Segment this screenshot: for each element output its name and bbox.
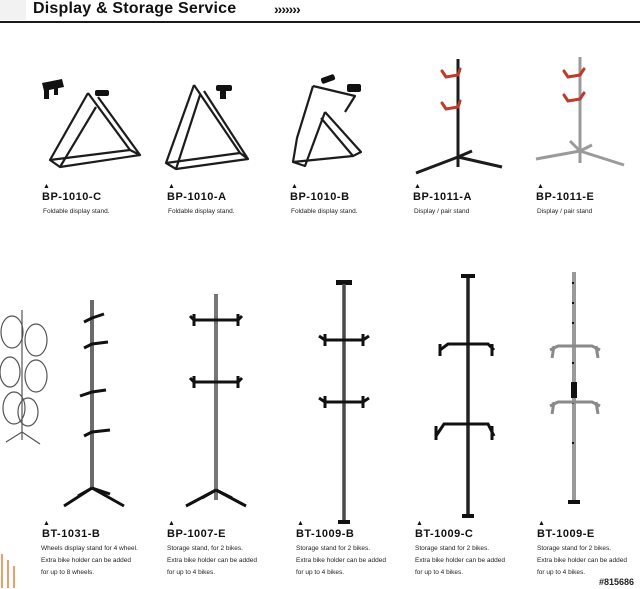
desc-line: Display / pair stand <box>537 208 593 215</box>
desc-line: Display / pair stand <box>414 208 470 215</box>
product-desc: Wheels display stand for 4 wheel. Extra … <box>41 543 138 579</box>
desc-line: Foldable display stand. <box>168 208 235 215</box>
product-code: ▲ BT-1009-E <box>537 520 595 540</box>
product-code: ▲ BP-1007-E <box>167 520 226 540</box>
foldable-stand-image <box>164 84 250 171</box>
product-code: ▲ BP-1010-C <box>42 183 102 203</box>
product-desc: Storage stand, for 2 bikes. Extra bike h… <box>167 543 257 579</box>
desc-line: for up to 4 bikes. <box>167 569 216 576</box>
marker-icon: ▲ <box>537 183 545 190</box>
product-bp-1010-a: ▲ BP-1010-A Foldable display stand. <box>155 60 275 225</box>
product-code-text: BT-1031-B <box>42 528 101 540</box>
product-desc: Storage stand for 2 bikes. Extra bike ho… <box>415 543 505 579</box>
product-bp-1007-e: ▲ BP-1007-E Storage stand, for 2 bikes. … <box>158 270 286 589</box>
product-desc: Storage stand for 2 bikes. Extra bike ho… <box>537 543 627 579</box>
product-code-text: BP-1011-E <box>536 191 595 203</box>
header-accent <box>0 0 26 20</box>
desc-line: Extra bike holder can be added <box>296 557 386 564</box>
product-code: ▲ BP-1011-E <box>536 183 595 203</box>
product-bt-1009-b: ▲ BT-1009-B Storage stand for 2 bikes. E… <box>290 270 410 589</box>
decorative-corner <box>1 554 15 588</box>
marker-icon: ▲ <box>416 520 424 527</box>
desc-line: Extra bike holder can be added <box>415 557 505 564</box>
desc-line: Extra bike holder can be added <box>167 557 257 564</box>
product-code-text: BP-1010-B <box>290 191 350 203</box>
desc-line: Storage stand for 2 bikes. <box>537 545 612 552</box>
product-bp-1011-a: ▲ BP-1011-A Display / pair stand <box>405 55 525 225</box>
storage-stand-image <box>63 300 125 508</box>
marker-icon: ▲ <box>414 183 422 190</box>
product-code-text: BP-1010-A <box>167 191 227 203</box>
product-desc: Display / pair stand <box>537 206 592 218</box>
product-code: ▲ BT-1031-B <box>42 520 101 540</box>
product-bp-1011-e: ▲ BP-1011-E Display / pair stand <box>528 55 640 225</box>
foldable-stand-image <box>42 79 142 169</box>
section-header: Display & Storage Service ››››››› <box>0 0 640 23</box>
marker-icon: ▲ <box>291 183 299 190</box>
product-code-text: BP-1011-A <box>413 191 472 203</box>
product-desc: Storage stand for 2 bikes. Extra bike ho… <box>296 543 386 579</box>
wheel-display-image <box>0 310 48 445</box>
product-desc: Foldable display stand. <box>43 206 110 218</box>
desc-line: Storage stand for 2 bikes. <box>415 545 490 552</box>
pair-stand-image <box>415 59 503 175</box>
desc-line: for up to 8 wheels. <box>41 569 95 576</box>
marker-icon: ▲ <box>168 520 176 527</box>
desc-line: Foldable display stand. <box>43 208 110 215</box>
product-code: ▲ BP-1011-A <box>413 183 472 203</box>
product-bt-1009-c: ▲ BT-1009-C Storage stand for 2 bikes. E… <box>410 270 532 589</box>
marker-icon: ▲ <box>538 520 546 527</box>
section-title: Display & Storage Service <box>33 0 237 17</box>
product-bp-1010-b: ▲ BP-1010-B Foldable display stand. <box>280 60 400 225</box>
desc-line: for up to 4 bikes. <box>296 569 345 576</box>
desc-line: Extra bike holder can be added <box>41 557 131 564</box>
marker-icon: ▲ <box>43 183 51 190</box>
product-code-text: BT-1009-B <box>296 528 355 540</box>
desc-line: Wheels display stand for 4 wheel. <box>41 545 138 552</box>
product-desc: Foldable display stand. <box>168 206 235 218</box>
header-chevrons: ››››››› <box>274 1 301 17</box>
storage-stand-image <box>434 274 496 518</box>
product-bp-1010-c: ▲ BP-1010-C Foldable display stand. <box>30 60 150 225</box>
desc-line: for up to 4 bikes. <box>537 569 586 576</box>
marker-icon: ▲ <box>43 520 51 527</box>
marker-icon: ▲ <box>168 183 176 190</box>
product-desc: Display / pair stand <box>414 206 469 218</box>
desc-line: for up to 4 bikes. <box>415 569 464 576</box>
storage-stand-image <box>549 272 601 504</box>
desc-line: Foldable display stand. <box>291 208 358 215</box>
product-code: ▲ BP-1010-A <box>167 183 227 203</box>
watermark: #815686 <box>598 577 634 587</box>
product-bt-1009-e: ▲ BT-1009-E Storage stand for 2 bikes. E… <box>532 270 640 589</box>
marker-icon: ▲ <box>297 520 305 527</box>
foldable-stand-image <box>291 74 363 168</box>
desc-line: Extra bike holder can be added <box>537 557 627 564</box>
storage-stand-image <box>185 294 247 508</box>
product-code: ▲ BT-1009-C <box>415 520 474 540</box>
pair-stand-image <box>535 57 625 167</box>
product-bt-1031-b: ▲ BT-1031-B Wheels display stand for 4 w… <box>0 270 155 589</box>
header-rule <box>0 21 640 23</box>
desc-line: Storage stand for 2 bikes. <box>296 545 371 552</box>
product-code-text: BT-1009-E <box>537 528 595 540</box>
product-desc: Foldable display stand. <box>291 206 358 218</box>
product-code-text: BT-1009-C <box>415 528 474 540</box>
desc-line: Storage stand, for 2 bikes. <box>167 545 243 552</box>
product-code-text: BP-1007-E <box>167 528 226 540</box>
storage-stand-image <box>318 280 370 524</box>
product-code: ▲ BT-1009-B <box>296 520 355 540</box>
product-code: ▲ BP-1010-B <box>290 183 350 203</box>
product-code-text: BP-1010-C <box>42 191 102 203</box>
